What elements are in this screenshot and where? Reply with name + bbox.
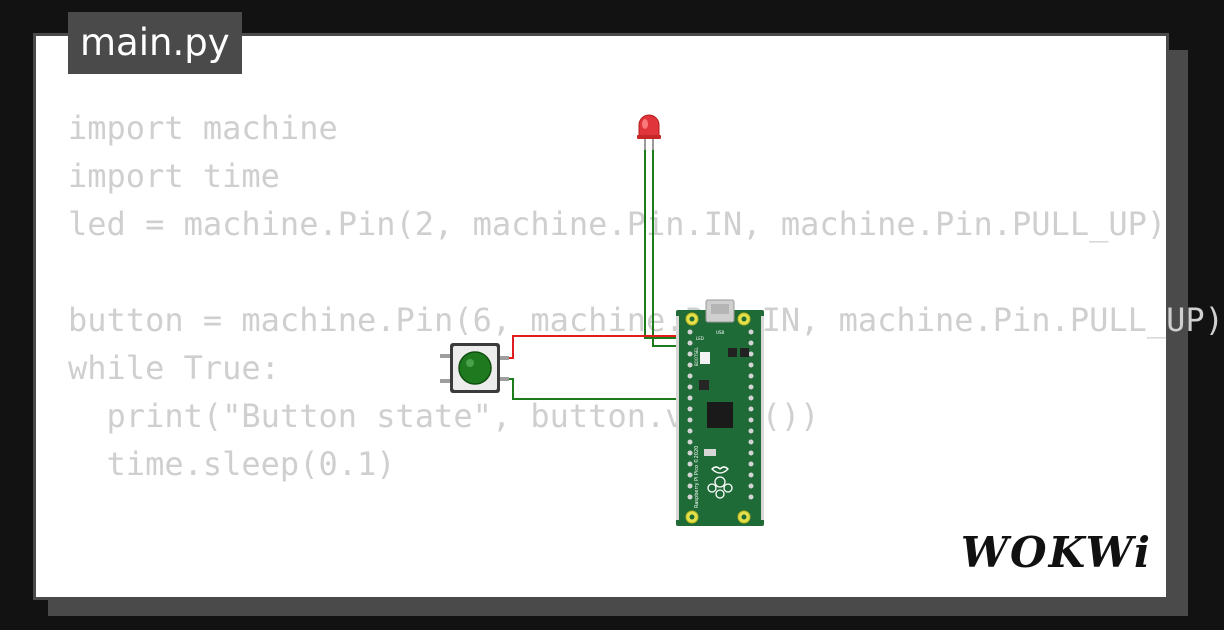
raspberry-logo-icon <box>707 466 733 499</box>
board-label-pico: Raspberry Pi Pico ©2020 <box>693 446 700 508</box>
code-line: led = machine.Pin(2, machine.Pin.IN, mac… <box>68 205 1167 243</box>
red-led[interactable] <box>637 114 661 150</box>
wire-button-green <box>503 378 696 400</box>
code-line: while True: <box>68 349 280 387</box>
wires <box>503 148 696 400</box>
wokwi-logo: WOKWi <box>960 528 1152 577</box>
project-card: import machine import time led = machine.P… <box>33 33 1224 600</box>
green-pushbutton[interactable] <box>440 343 509 393</box>
code-line: import machine <box>68 109 338 147</box>
board-label-usb: USB <box>716 330 724 335</box>
board-label-led: LED <box>696 336 704 341</box>
code-preview: import machine import time led = machine.P… <box>68 104 1224 488</box>
code-line: button = machine.Pin(6, machine.Pin.IN, … <box>68 301 1224 339</box>
raspberry-pi-pico[interactable]: LED USB BOOTSEL Raspberry Pi Pico ©2020 <box>676 299 764 526</box>
code-line: import time <box>68 157 280 195</box>
code-line: time.sleep(0.1) <box>68 445 396 483</box>
circuit-diagram: LED USB BOOTSEL Raspberry Pi Pico ©2020 <box>440 114 764 526</box>
code-line: print("Button state", button.value()) <box>68 397 820 435</box>
board-label-bootsel: BOOTSEL <box>694 347 699 366</box>
file-tab[interactable]: main.py <box>68 12 242 74</box>
